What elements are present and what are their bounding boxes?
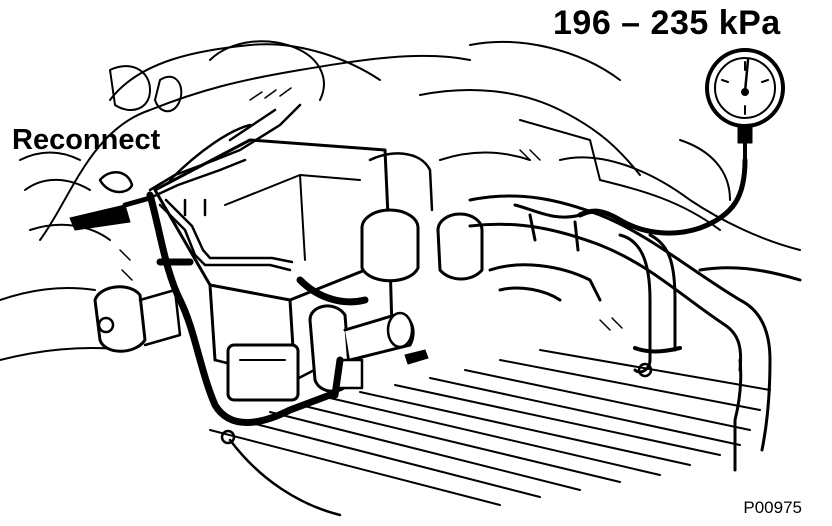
shading-marks	[119, 87, 623, 331]
intake-plenum	[153, 138, 394, 402]
radiator-hoses	[468, 194, 802, 472]
vsv-component	[69, 171, 182, 353]
grille-fins	[209, 349, 771, 517]
fuel-lines	[148, 103, 302, 272]
gauge-hose	[513, 157, 748, 236]
pressure-gauge	[705, 48, 785, 162]
figure-code: P00975	[743, 498, 802, 517]
pressure-range-label: 196 – 235 kPa	[553, 4, 781, 42]
pressure-regulator	[360, 152, 484, 283]
reconnect-label: Reconnect	[12, 124, 161, 156]
throttle-body	[308, 304, 429, 393]
